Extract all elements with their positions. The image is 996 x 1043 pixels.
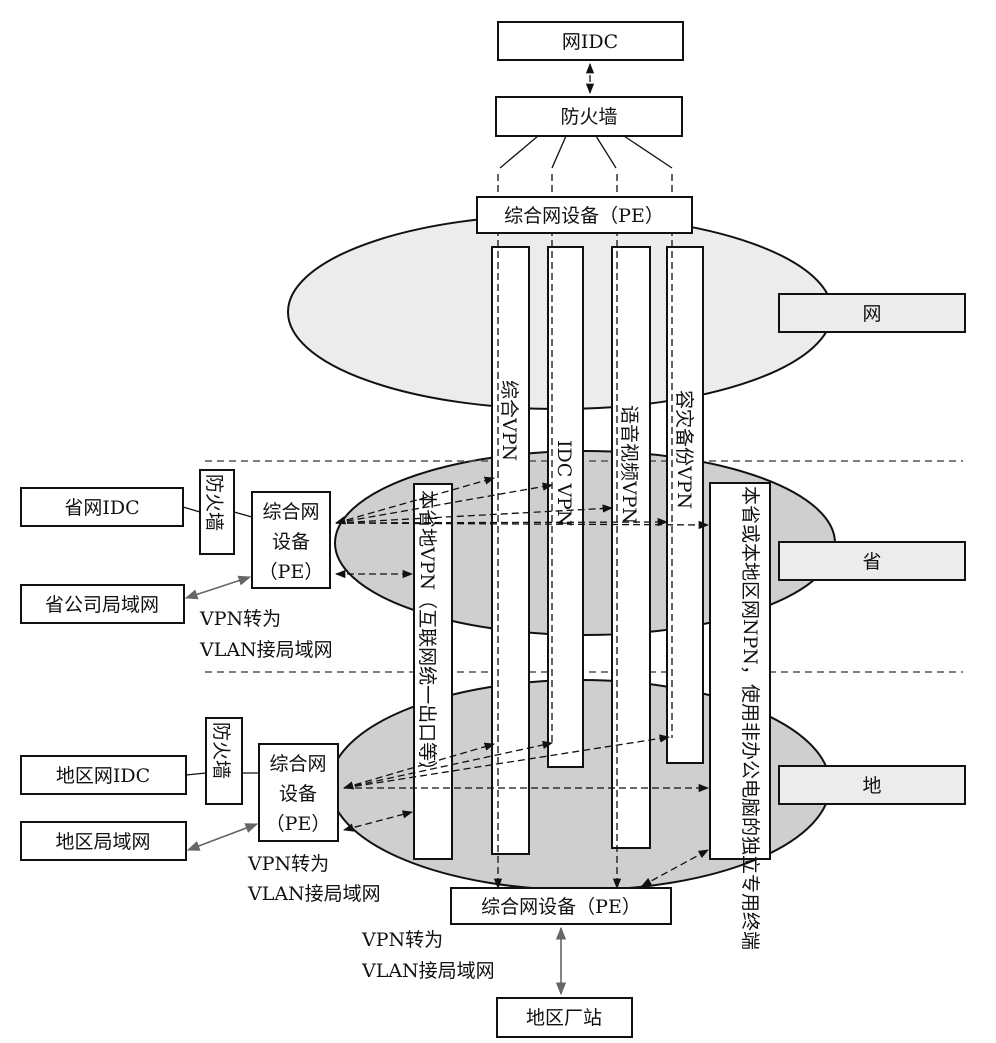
province-firewall-label: 防火墙 [203, 474, 225, 531]
region-province-label: 省 [862, 551, 881, 573]
prov-link-integrated [334, 476, 496, 525]
vpn-idc-label: IDC VPN [553, 440, 575, 526]
prov-link-voice [335, 504, 614, 524]
top-pe-box [476, 196, 693, 234]
province-note-line1: VPN转为 [199, 608, 281, 630]
province-lan-box [20, 584, 185, 624]
district-lan-pe-link [186, 823, 259, 851]
bottom-pe-box [450, 887, 672, 925]
province-note-line2: VLAN接局域网 [199, 639, 333, 661]
vpn-integrated-label: 综合VPN [498, 380, 520, 461]
district-firewall-label: 防火墙 [210, 722, 232, 779]
station-label: 地区厂站 [526, 1007, 602, 1029]
province-pe-line3: （PE） [259, 561, 324, 583]
vpn-disaster-label: 容灾备份VPN [673, 390, 695, 509]
district-note-line1: VPN转为 [247, 853, 329, 875]
firewall-link-4 [623, 135, 673, 169]
district-firewall-box [205, 717, 243, 805]
province-idc-label: 省网IDC [64, 497, 139, 519]
vpn-voice-video-label: 语音视频VPN [618, 405, 640, 524]
district-lan-box [20, 821, 187, 861]
province-idc-box [20, 487, 184, 527]
province-pe-line1: 综合网 [262, 501, 319, 523]
region-net-box [778, 293, 966, 333]
district-pe-box [258, 743, 339, 842]
vpn-column-voice-video [611, 246, 651, 849]
region-district-box [778, 765, 966, 805]
prov-link-idc [335, 482, 554, 524]
top-idc-label: 网IDC [562, 31, 618, 53]
bottom-pe-terminal-link [641, 849, 709, 887]
station-box [496, 997, 633, 1038]
vpn-column-province-local [413, 483, 453, 860]
district-idc-label: 地区网IDC [56, 765, 150, 787]
region-district-label: 地 [862, 775, 881, 797]
prov-link-terminal [335, 520, 710, 530]
bottom-note-line1: VPN转为 [361, 929, 443, 951]
top-firewall-box [495, 96, 683, 137]
bottom-note-line2: VLAN接局域网 [361, 960, 495, 982]
firewall-link-3 [595, 135, 617, 169]
vpn-column-disaster [666, 246, 704, 764]
dist-link-integrated [343, 742, 495, 790]
firewall-link-2 [551, 135, 567, 169]
vpn-column-terminal [709, 482, 771, 860]
district-note-line2: VLAN接局域网 [247, 883, 381, 905]
province-idc-firewall-link [182, 506, 201, 513]
province-pe-line2: 设备 [272, 531, 310, 553]
province-lan-pe-link [184, 575, 252, 600]
district-lan-label: 地区局域网 [55, 831, 150, 853]
district-pe-line2: 设备 [279, 783, 317, 805]
vpn-province-local-label: 本省地VPN（互联网统一出口等） [416, 490, 438, 780]
bottom-pe-label: 综合网设备（PE） [481, 896, 641, 918]
dist-link-local [342, 810, 414, 832]
district-pe-line1: 综合网 [269, 753, 326, 775]
dist-link-idc [343, 740, 554, 789]
top-idc-box [497, 21, 684, 61]
region-net-label: 网 [862, 303, 881, 325]
province-pe-box [251, 491, 331, 589]
top-pe-label: 综合网设备（PE） [504, 205, 664, 227]
district-idc-firewall-link [185, 772, 207, 776]
district-pe-line3: （PE） [266, 813, 331, 835]
firewall-link-1 [499, 135, 539, 169]
district-idc-box [20, 755, 187, 795]
vpn-column-idc [547, 246, 584, 768]
region-province-box [778, 541, 966, 581]
province-lan-label: 省公司局域网 [45, 594, 159, 616]
top-firewall-label: 防火墙 [560, 106, 617, 128]
province-firewall-pe-link [233, 511, 253, 518]
vpn-terminal-label-line1: 本省或本地区网NPN，使用非办公电脑的独立专用终端 [739, 486, 761, 950]
